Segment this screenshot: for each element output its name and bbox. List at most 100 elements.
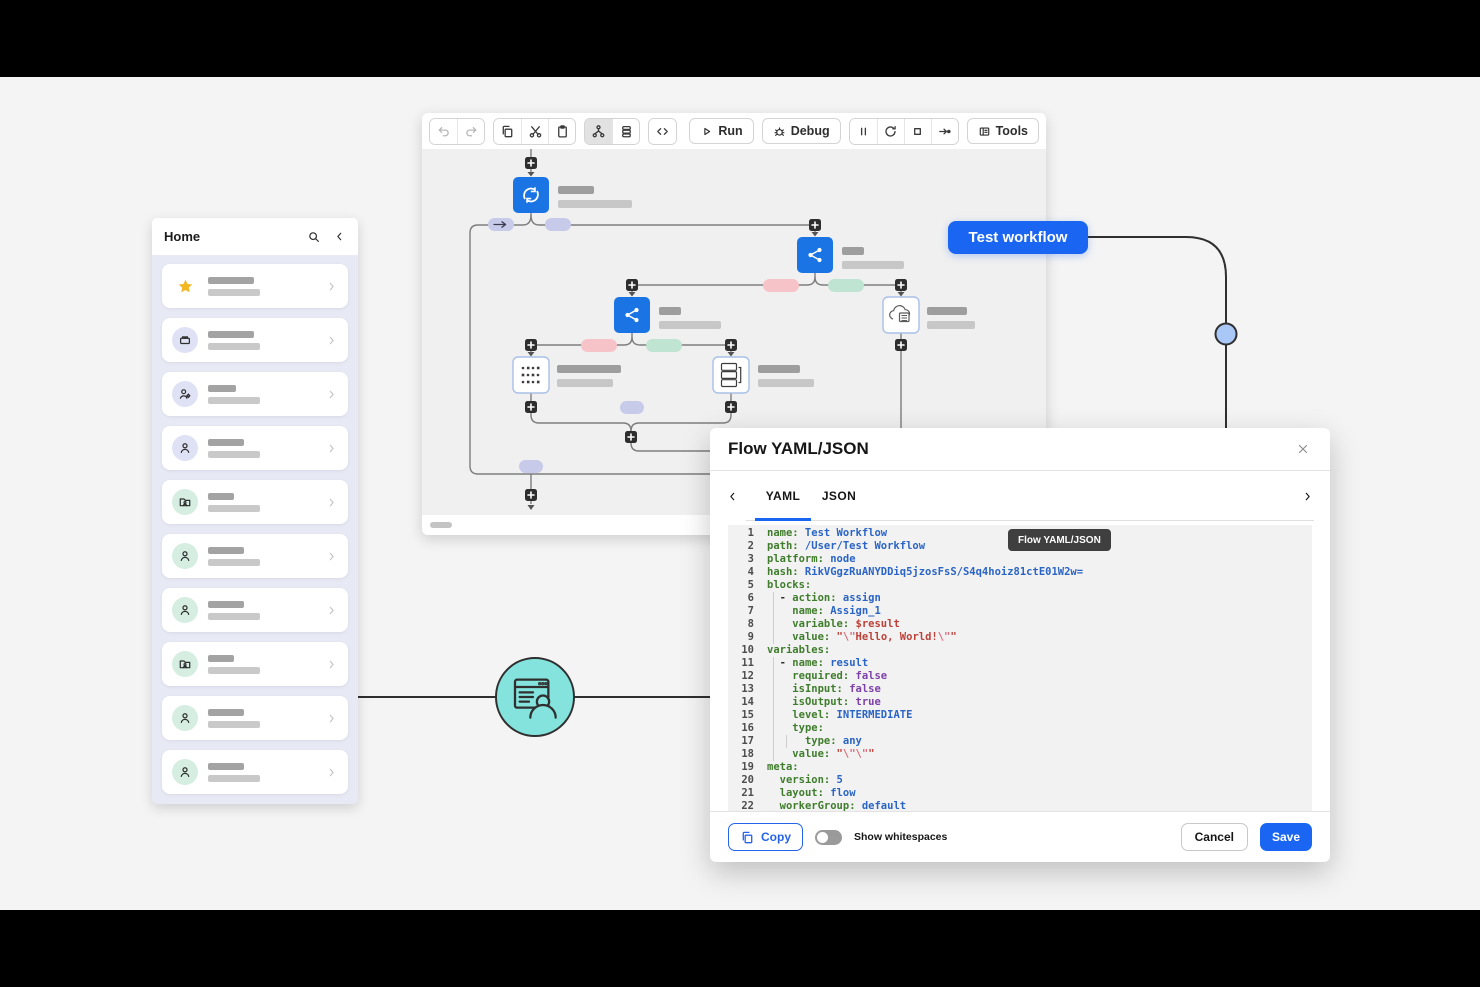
add-step-button[interactable] — [895, 339, 907, 351]
folder-user-icon — [172, 489, 198, 515]
code-button[interactable] — [649, 118, 676, 144]
cut-button[interactable] — [521, 118, 548, 144]
add-step-button[interactable] — [525, 489, 537, 501]
user-icon — [172, 705, 198, 731]
toolbar-group — [584, 117, 640, 145]
close-icon[interactable] — [1294, 440, 1312, 458]
stacked-items-icon — [720, 362, 742, 388]
line-number: 18 — [741, 748, 754, 760]
skeleton-text — [558, 200, 632, 208]
tools-button[interactable]: Tools — [966, 118, 1039, 144]
indent-guide — [773, 592, 774, 644]
code-text: isInput: false — [792, 683, 881, 695]
stack-button[interactable] — [612, 118, 639, 144]
list-item[interactable] — [162, 318, 348, 362]
chevron-right-icon — [325, 388, 338, 401]
copy-button[interactable]: Copy — [728, 823, 803, 851]
add-step-button[interactable] — [525, 401, 537, 413]
add-step-button[interactable] — [626, 279, 638, 291]
user-app-illustration — [495, 657, 575, 737]
restart-button[interactable] — [876, 118, 904, 144]
collapse-panel-icon[interactable] — [333, 230, 346, 243]
stop-button[interactable] — [903, 118, 931, 144]
tree-button[interactable] — [585, 118, 612, 144]
code-line: 22 workerGroup: default — [728, 800, 1312, 812]
modal-title: Flow YAML/JSON — [728, 439, 869, 458]
cloud-task-node[interactable] — [882, 296, 975, 334]
debug-button[interactable]: Debug — [761, 118, 841, 144]
code-text: value: "\"Hello, World!\"" — [792, 631, 957, 643]
add-step-button[interactable] — [525, 157, 537, 169]
add-step-button[interactable] — [625, 431, 637, 443]
list-item[interactable] — [162, 480, 348, 524]
paste-button[interactable] — [548, 118, 575, 144]
chevron-right-icon — [325, 604, 338, 617]
binary-matrix-icon — [521, 366, 540, 384]
loop-node[interactable] — [513, 177, 632, 213]
flow-arrowheads — [527, 172, 905, 510]
line-number: 3 — [747, 553, 754, 565]
code-text: path: /User/Test Workflow — [767, 540, 926, 552]
list-item[interactable] — [162, 642, 348, 686]
user-icon — [172, 543, 198, 569]
code-text: workerGroup: default — [779, 800, 907, 812]
list-item[interactable] — [162, 588, 348, 632]
skeleton-text — [208, 276, 254, 284]
code-text: isOutput: true — [792, 696, 881, 708]
toggle-label: Show whitespaces — [854, 831, 948, 843]
home-item-list — [152, 255, 358, 804]
branch-node[interactable] — [614, 297, 721, 333]
code-line: 14 isOutput: true — [728, 696, 1312, 709]
copy-icon — [740, 830, 755, 845]
search-icon[interactable] — [307, 230, 321, 244]
canvas-scrollbar[interactable] — [430, 522, 452, 528]
split-icon — [808, 247, 822, 263]
add-step-buttons[interactable] — [525, 157, 907, 501]
tabs-scroll-right-icon[interactable] — [1299, 488, 1316, 505]
tools-icon — [978, 125, 991, 138]
code-line: 8 variable: $result — [728, 618, 1312, 631]
list-item[interactable] — [162, 426, 348, 470]
skeleton-text — [208, 612, 260, 620]
queue-node[interactable] — [712, 356, 814, 394]
list-item[interactable] — [162, 372, 348, 416]
list-item[interactable] — [162, 534, 348, 578]
undo-button[interactable] — [430, 118, 457, 144]
show-whitespaces-toggle[interactable] — [815, 829, 842, 845]
test-workflow-button[interactable]: Test workflow — [948, 221, 1088, 254]
skeleton-text — [208, 774, 260, 782]
step-button[interactable] — [930, 118, 958, 144]
copy-button[interactable] — [494, 118, 521, 144]
cancel-button[interactable]: Cancel — [1180, 823, 1248, 851]
line-number: 21 — [741, 787, 754, 799]
letterbox-bottom — [0, 910, 1480, 987]
add-step-button[interactable] — [809, 219, 821, 231]
run-button[interactable]: Run — [689, 118, 754, 144]
tabs-scroll-left-icon[interactable] — [724, 488, 741, 505]
home-panel-header: Home — [152, 218, 358, 255]
loop-icon — [523, 187, 539, 203]
branch-node[interactable] — [797, 237, 904, 273]
line-number: 20 — [741, 774, 754, 786]
list-item[interactable] — [162, 750, 348, 794]
redo-button[interactable] — [457, 118, 484, 144]
skeleton-text — [208, 720, 260, 728]
add-step-button[interactable] — [725, 339, 737, 351]
skeleton-text — [927, 307, 967, 315]
add-step-button[interactable] — [895, 279, 907, 291]
editor-toolbar: Run Debug Tools — [422, 113, 1046, 149]
tab-yaml[interactable]: YAML — [755, 471, 811, 521]
tab-json[interactable]: JSON — [821, 489, 857, 503]
list-item[interactable] — [162, 264, 348, 308]
line-number: 8 — [747, 618, 754, 630]
add-step-button[interactable] — [525, 339, 537, 351]
pause-button[interactable] — [849, 118, 877, 144]
data-matrix-node[interactable] — [512, 356, 621, 394]
add-step-button[interactable] — [725, 401, 737, 413]
list-item[interactable] — [162, 696, 348, 740]
toolbar-group — [493, 117, 576, 145]
save-button[interactable]: Save — [1259, 823, 1312, 851]
bug-icon — [773, 125, 786, 138]
line-number: 17 — [741, 735, 754, 747]
